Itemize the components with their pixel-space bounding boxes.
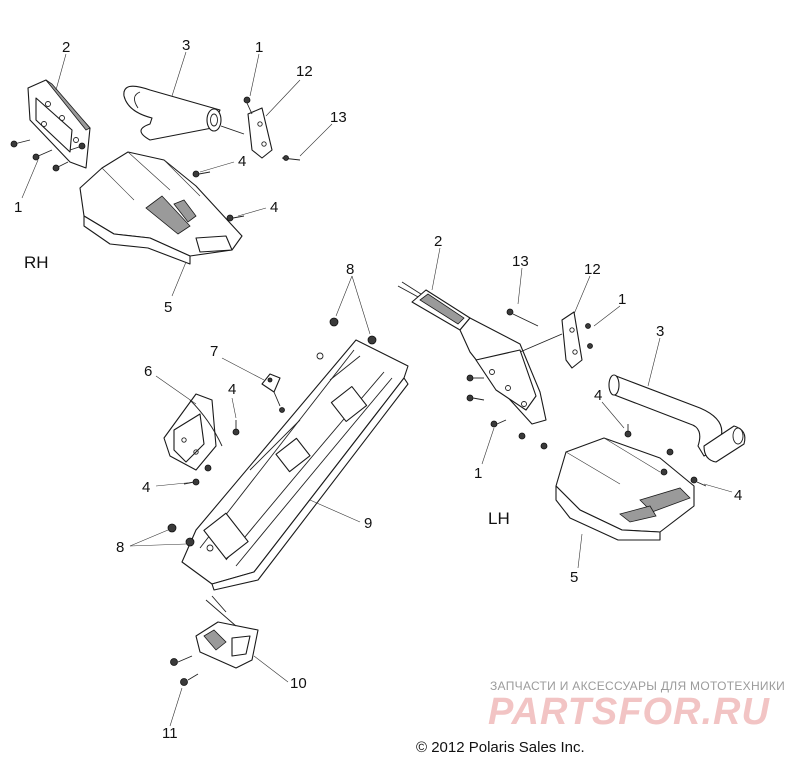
center-leader-lines xyxy=(129,275,371,727)
callout-lower-bracket-10: 10 xyxy=(290,675,307,692)
callout-rh-5: 5 xyxy=(164,299,172,316)
watermark-logo: PARTSFOR.RU xyxy=(488,691,770,733)
callout-lh-4-lower: 4 xyxy=(734,487,742,504)
rh-shroud-part-5 xyxy=(79,151,243,265)
callout-center-4-upper: 4 xyxy=(228,381,236,398)
bracket-part-6 xyxy=(163,393,223,471)
side-label-lh: LH xyxy=(488,509,510,528)
callout-rh-12: 12 xyxy=(296,63,313,80)
callout-lh-5: 5 xyxy=(570,569,578,586)
callout-lh-4-upper: 4 xyxy=(594,387,602,404)
rh-leader-lines xyxy=(21,51,333,297)
callout-screws-11: 11 xyxy=(162,725,178,742)
callout-center-4-lower: 4 xyxy=(142,479,150,496)
callout-nuts-8-lower: 8 xyxy=(116,539,124,556)
watermark-tagline: ЗАПЧАСТИ И АКСЕССУАРЫ ДЛЯ МОТОТЕХНИКИ xyxy=(490,679,785,693)
callout-rh-3: 3 xyxy=(182,37,190,54)
callout-rh-13: 13 xyxy=(330,109,347,126)
copyright-text: © 2012 Polaris Sales Inc. xyxy=(416,739,585,756)
lower-bracket-part-10 xyxy=(195,595,259,669)
lh-bolts-part-1 xyxy=(466,374,548,450)
callout-lh-1-bolts: 1 xyxy=(474,465,482,482)
callout-clip-7: 7 xyxy=(210,343,218,360)
callout-rh-4-upper: 4 xyxy=(238,153,246,170)
screws-part-11 xyxy=(170,655,199,686)
callout-rh-1-bolts: 1 xyxy=(14,199,22,216)
callout-rh-2: 2 xyxy=(62,39,70,56)
callout-rh-4-lower: 4 xyxy=(270,199,278,216)
callout-nuts-8-upper: 8 xyxy=(346,261,354,278)
lh-bracket-part-2 xyxy=(397,281,547,425)
callout-lh-13: 13 xyxy=(512,253,529,270)
clip-part-7 xyxy=(261,373,285,413)
lh-bolt-part-13 xyxy=(506,308,539,327)
lh-handle-tube-part-3 xyxy=(608,374,746,463)
callout-lh-2: 2 xyxy=(434,233,442,250)
center-plate-part-9 xyxy=(181,339,409,591)
rh-screws-part-4 xyxy=(192,170,245,222)
nuts-part-8 xyxy=(167,317,377,547)
lh-clamp-part-12 xyxy=(519,311,593,369)
lh-screws-part-4 xyxy=(624,424,707,487)
callout-lh-1: 1 xyxy=(618,291,626,308)
callout-bracket-6: 6 xyxy=(144,363,152,380)
lh-shroud-part-5 xyxy=(555,437,695,541)
lh-leader-lines xyxy=(431,247,733,569)
rh-clamp-part-12 xyxy=(243,96,301,161)
callout-lh-3: 3 xyxy=(656,323,664,340)
rh-handle-tube-part-3 xyxy=(123,85,245,141)
callout-plate-9: 9 xyxy=(364,515,372,532)
rh-bracket-part-2 xyxy=(27,79,91,169)
side-label-rh: RH xyxy=(24,253,49,272)
callout-rh-1: 1 xyxy=(255,39,263,56)
rh-bolts-part-1 xyxy=(10,139,86,172)
callout-lh-12: 12 xyxy=(584,261,601,278)
